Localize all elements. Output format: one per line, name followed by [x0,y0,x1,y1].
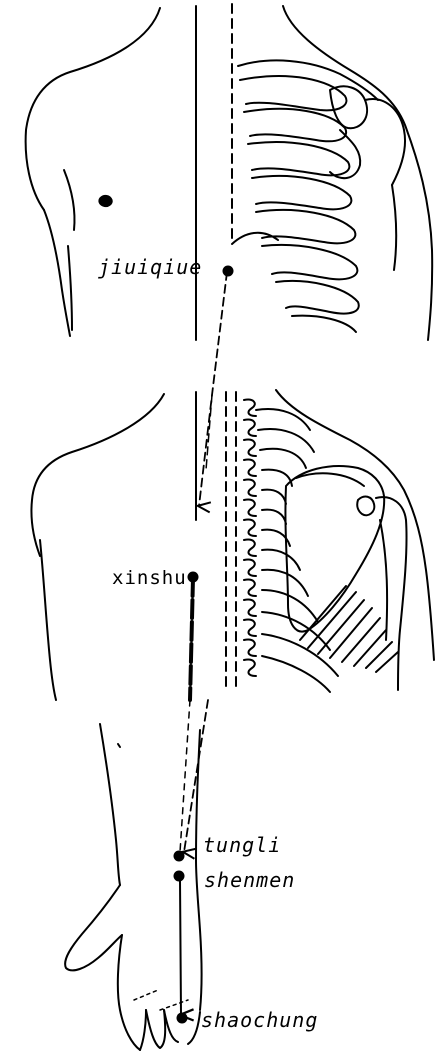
point-shenmen-dot [174,871,185,882]
meridian-segment-front [199,272,227,506]
point-label-xinshu: xinshu [112,569,187,588]
meridian-segment-hand [180,880,181,1015]
point-label-jiuiqiue: jiuiqiue [98,257,202,277]
back-torso [31,390,434,700]
point-shaochung-dot [177,1013,188,1024]
meridian-path [180,272,227,1015]
point-xinshu-dot [188,572,199,583]
point-label-tungli: tungli [203,835,281,855]
meridian-segment-back [190,578,193,700]
point-tungli-dot [174,851,185,862]
acupoints [174,266,234,1024]
front-torso [26,4,433,340]
point-label-shaochung: shaochung [201,1010,318,1030]
point-label-shenmen: shenmen [204,870,295,890]
point-jiuiqiue-dot [223,266,234,277]
